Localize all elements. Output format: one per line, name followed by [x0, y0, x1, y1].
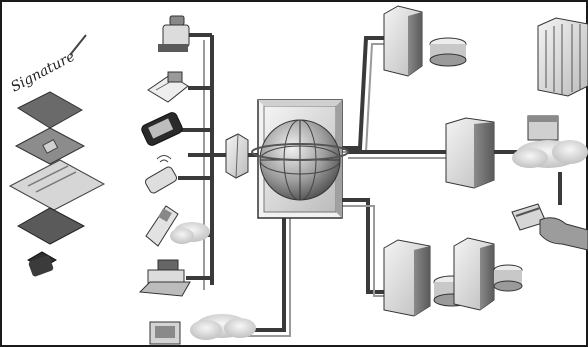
- signature-cards-group: Signature: [8, 34, 106, 277]
- cash-register-icon: [138, 259, 191, 297]
- server-tower-left-icon: [383, 239, 431, 317]
- database-disk-bottom-right-icon: [493, 264, 523, 292]
- signature-label: Signature: [8, 49, 77, 96]
- database-disk-icon: [429, 37, 467, 67]
- terminal-box-icon: [527, 115, 559, 141]
- pen-icon: [69, 34, 87, 56]
- globe-hub-icon: [251, 119, 349, 201]
- server-tower-icon: [383, 5, 423, 77]
- card-dark-2: [16, 207, 86, 245]
- handheld-terminal-icon: [145, 205, 179, 247]
- top-server-group: [383, 5, 467, 77]
- network-router-icon: [225, 133, 249, 179]
- card-dark-1: [16, 91, 84, 129]
- desktop-computer-icon: [149, 321, 181, 345]
- card-payment-icon: [511, 203, 588, 251]
- pos-terminal-icon: [147, 71, 189, 103]
- cordless-phone-icon: [144, 155, 178, 194]
- central-hub: [251, 99, 349, 219]
- desk-phone-icon: [158, 15, 190, 52]
- bottom-server-group: [383, 237, 523, 317]
- card-chip: [42, 138, 59, 154]
- device-column: [138, 15, 191, 345]
- receipt-paper-icon: [8, 159, 106, 211]
- center-server-tower-icon: [445, 117, 495, 189]
- document-archive-icon: [537, 17, 588, 97]
- bottom-cloud-icon: [190, 314, 256, 340]
- cloud-icon: [170, 222, 210, 244]
- mobile-phone-icon: [141, 112, 183, 146]
- right-cloud-icon: [512, 140, 588, 168]
- server-tower-right-icon: [453, 237, 495, 311]
